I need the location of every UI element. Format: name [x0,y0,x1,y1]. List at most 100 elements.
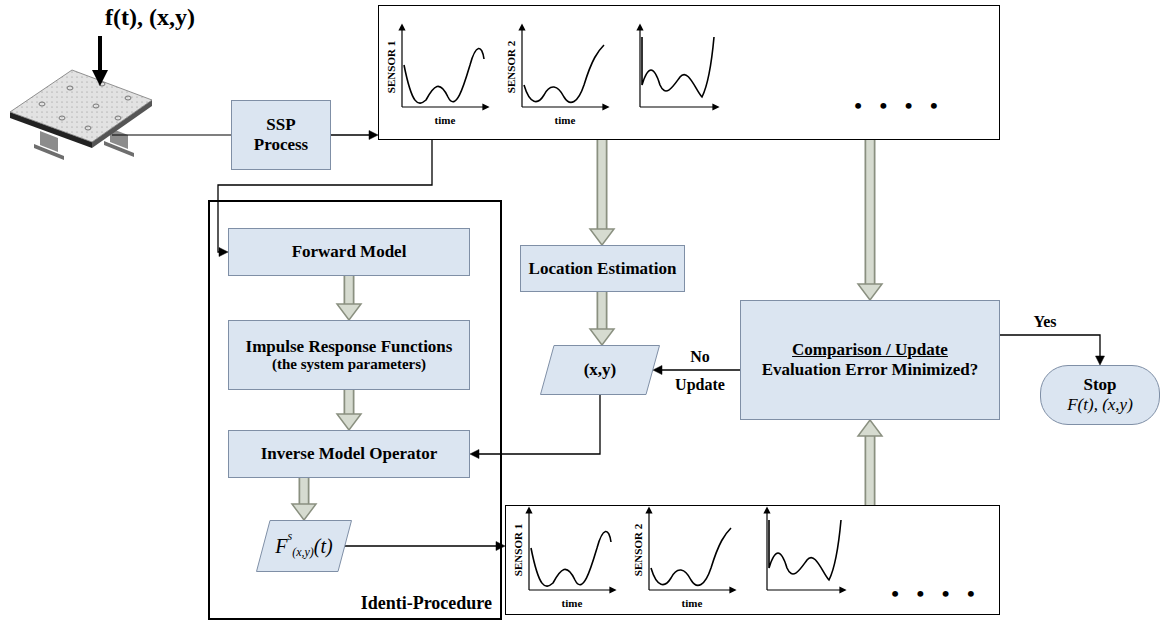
node-text: (x,y) [292,546,314,560]
signal-wire [112,134,232,135]
node-text: SENSOR 1 [512,524,525,576]
node-text: time [435,114,456,127]
sensor-marks [39,82,131,130]
node-text: (t) [314,535,333,558]
flow-arrow [345,542,505,551]
text-holder: StopF(t), (x,y) [1041,366,1159,424]
arrow-shaft [866,140,874,285]
arrow-shaft [865,140,876,285]
node-text: Evaluation Error Minimized? [762,360,979,380]
block-arrow [292,478,316,520]
flow-arrow [470,395,600,459]
plate-illustration [10,36,232,160]
arrow-head [337,304,361,320]
flow-arrow [331,131,378,140]
arrow-head [858,284,882,300]
connector-line [331,134,370,135]
process-box: Forward Model [228,228,470,276]
process-box: Location Estimation [520,245,685,292]
arrow-head [590,329,614,345]
procedure-frame: Identi-Procedure Forward ModelImpulse Res… [208,200,502,620]
arrow-shaft [597,140,608,230]
support-beam [34,144,64,160]
support-beam [104,141,134,157]
node-text: Identi-Procedure [361,593,492,614]
text-holder: (x,y) [540,345,660,395]
force-arrow [98,36,102,72]
node-text: F [275,535,287,558]
terminal-box: StopF(t), (x,y) [1040,365,1160,425]
arrow-head [1096,356,1105,365]
flow-arrow [1000,335,1105,365]
node-text: F(t), (x,y) [1067,395,1133,415]
node-text: SSP Process [238,115,324,154]
process-box: Comparison / UpdateEvaluation Error Mini… [740,300,1000,420]
node-text: time [682,597,703,610]
arrow-shaft [299,478,310,505]
data-parallelogram: Fs (x,y)(t) [256,520,352,572]
node-text: • • • • [854,93,943,118]
text-holder: Impulse Response Functions(the system pa… [229,321,469,389]
block-arrow [858,140,882,300]
text-holder: Fs (x,y)(t) [256,520,352,572]
arrow-head [653,366,662,375]
signal-panel: SENSOR 1 time SENSOR 2 time • • • • [378,5,1000,140]
connector-line [661,369,740,370]
parallelogram-outline [541,346,660,395]
arrow-shaft [345,276,353,305]
connector-line [345,545,497,546]
block-arrow [858,420,882,505]
arrow-head [219,248,228,257]
arrow-head [337,414,361,430]
process-box: Impulse Response Functions(the system pa… [228,320,470,390]
node-text: time [562,597,583,610]
node-text: Stop [1083,375,1116,395]
arrow-head [292,504,316,520]
text-holder: Inverse Model Operator [229,431,469,477]
edge-label: Yes [1031,313,1058,331]
parallelogram-outline [257,521,352,572]
arrow-shaft [344,390,355,415]
arrow-head [470,450,479,459]
text-holder: SSP Process [232,101,330,169]
node-text: time [555,114,576,127]
node-text: SENSOR 2 [632,524,645,576]
node-text: SENSOR 1 [385,41,398,93]
edge-label: No [688,348,712,366]
block-arrow [590,140,614,245]
node-text: Inverse Model Operator [261,444,438,464]
node-text: Comparison / Update [792,340,948,360]
flow-arrow [653,366,740,375]
text-holder: Forward Model [229,229,469,275]
connector-line [478,395,600,454]
process-box: Inverse Model Operator [228,430,470,478]
arrow-shaft [866,435,874,505]
data-parallelogram: (x,y) [540,345,660,395]
node-text: Impulse Response Functions [246,337,453,357]
signal-panel: SENSOR 1 time SENSOR 2 time • • • • [505,505,1000,615]
arrow-shaft [344,276,355,305]
arrow-shaft [345,390,353,415]
force-label: f(t), (x,y) [103,4,197,31]
node-text: Location Estimation [529,259,677,279]
arrow-shaft [597,292,608,330]
node-text: (the system parameters) [272,356,426,373]
force-arrow [92,70,108,86]
arrow-shaft [598,292,606,330]
node-text: s [288,530,293,544]
node-text: Forward Model [292,242,407,262]
block-arrow [337,276,361,320]
node-text: • • • • [891,581,980,606]
edge-note: Update [673,376,727,394]
plate-surface [10,70,152,142]
node-text: (x,y) [584,360,617,380]
arrow-shaft [865,435,876,505]
block-arrow [337,390,361,430]
arrow-head [590,229,614,245]
block-arrow [590,292,614,345]
plate-surface [10,70,152,142]
text-holder: Location Estimation [521,246,684,291]
connector-line [1000,335,1100,357]
node-text: SENSOR 2 [505,41,518,93]
